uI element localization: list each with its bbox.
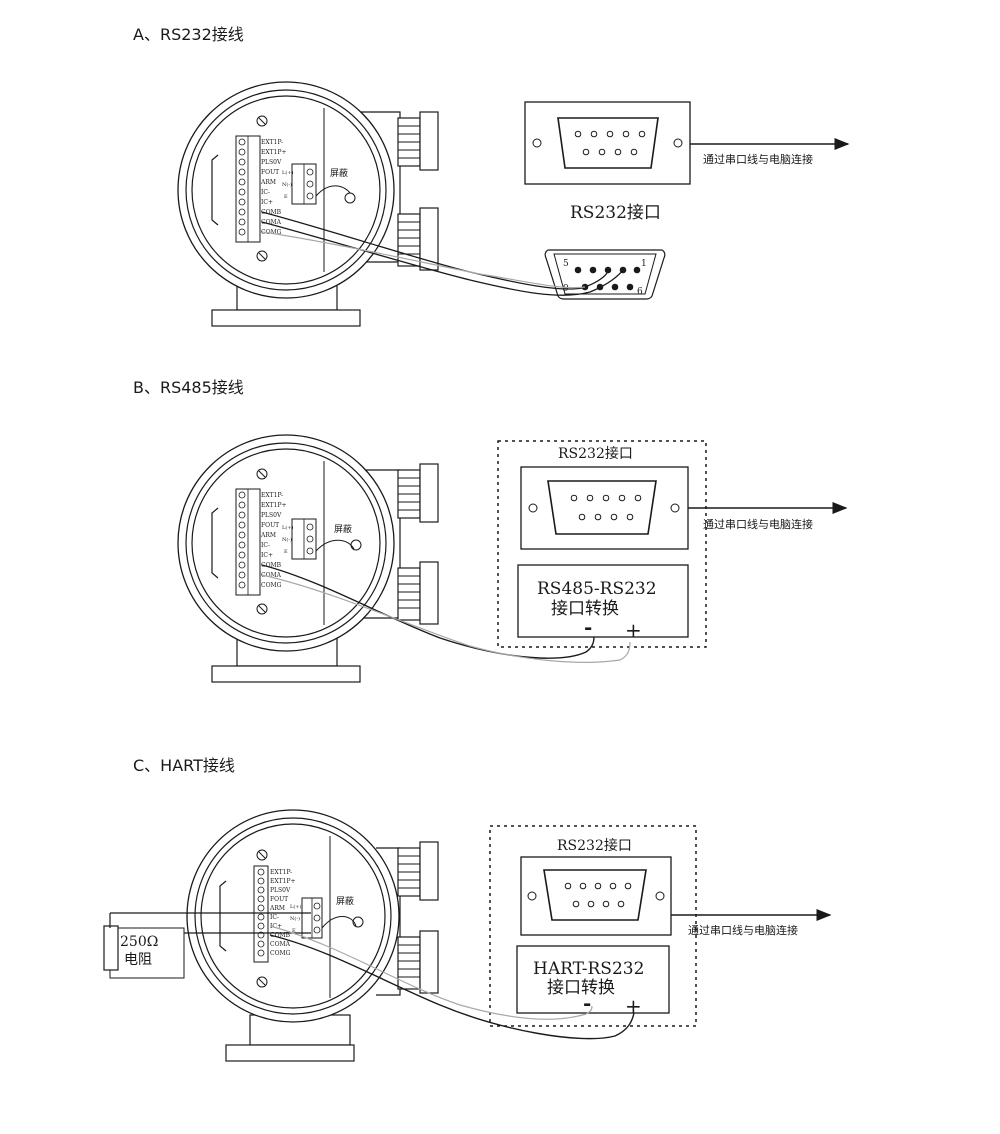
terminal-label: COMG (261, 229, 282, 236)
section-c-title: C、HART接线 (133, 756, 235, 775)
rs232-port-b (520, 466, 689, 550)
section-a-title: A、RS232接线 (133, 25, 244, 44)
section-b-title: B、RS485接线 (133, 378, 244, 397)
terminal-label: COMB (261, 562, 282, 569)
power-terminal-label: N(-) (282, 181, 292, 188)
terminal-label: IC+ (261, 552, 273, 559)
rs485-converter-box (517, 564, 689, 638)
pin-label-6: 6 (637, 287, 643, 297)
plus-terminal-label-c: + (625, 994, 642, 1018)
pc-connection-label-c: 通过串口线与电脑连接 (688, 923, 798, 937)
power-terminal-label: L(+) (290, 903, 301, 910)
rs232-port-label-c: RS232接口 (557, 837, 632, 854)
converter-label-line1-c: HART-RS232 (533, 959, 644, 979)
transmitter-housing-c (186, 809, 439, 1062)
minus-terminal-label-b: - (584, 615, 592, 639)
terminal-label: EXT1P+ (270, 878, 296, 885)
converter-label-line2-c: 接口转换 (547, 978, 615, 998)
terminal-label: IC+ (261, 199, 273, 206)
terminal-label: FOUT (261, 169, 279, 176)
terminal-label: COMA (261, 572, 282, 579)
terminal-label: COMG (261, 582, 282, 589)
terminal-label: ARM (269, 905, 285, 912)
wires-a (261, 211, 624, 296)
terminal-screws-a (238, 138, 314, 236)
db9-connector (544, 249, 666, 300)
power-terminal-label: N(-) (290, 915, 300, 922)
terminal-label: FOUT (261, 522, 279, 529)
terminal-label: PLS0V (261, 159, 282, 166)
terminal-label: ARM (260, 179, 276, 186)
power-terminal-label: L(+) (282, 524, 293, 531)
resistor-value-label: 250Ω (120, 934, 158, 950)
terminal-label: IC- (261, 189, 270, 196)
transmitter-housing-a (177, 81, 439, 327)
terminal-label: EXT1P+ (261, 502, 287, 509)
shield-label: 屏蔽 (334, 523, 352, 535)
converter-group-box-b (497, 440, 707, 648)
minus-terminal-label-c: - (583, 991, 591, 1015)
power-terminal-label: N(-) (282, 536, 292, 543)
resistor-symbol (103, 925, 119, 971)
power-terminal-label: L(+) (282, 169, 293, 176)
terminal-label: IC- (261, 542, 270, 549)
terminal-label: EXT1P- (261, 139, 283, 146)
power-terminal-label: E (284, 194, 288, 200)
pc-connection-label-a: 通过串口线与电脑连接 (703, 152, 813, 166)
pin-label-5: 5 (563, 259, 569, 269)
terminal-label: FOUT (270, 896, 288, 903)
section-b-diagram: EXT1P- EXT1P+ PLS0V FOUT ARM IC- IC+ COM… (177, 434, 848, 683)
section-c-diagram: EXT1P- EXT1P+ PLS0V FOUT ARM IC- IC+ COM… (103, 809, 832, 1062)
terminal-label: EXT1P+ (261, 149, 287, 156)
terminal-label: PLS0V (261, 512, 282, 519)
terminal-label: COMG (270, 950, 291, 957)
terminal-screws-c (257, 868, 321, 957)
pin-label-1: 1 (641, 259, 647, 269)
terminal-label: COMB (270, 932, 291, 939)
rs232-port-label-a: RS232接口 (570, 203, 661, 223)
wires-b (261, 564, 631, 663)
terminal-label: COMA (270, 941, 291, 948)
rs232-port-a (524, 101, 691, 185)
terminal-label: ARM (260, 532, 276, 539)
shield-label: 屏蔽 (330, 167, 348, 179)
terminal-label: EXT1P- (261, 492, 283, 499)
terminal-label: IC+ (270, 923, 282, 930)
terminal-screws-b (238, 491, 314, 589)
terminal-label: PLS0V (270, 887, 291, 894)
section-a-diagram: EXT1P- EXT1P+ PLS0V FOUT ARM IC- IC+ COM… (177, 81, 850, 327)
rs232-port-c (520, 856, 672, 936)
terminal-label: COMA (261, 219, 282, 226)
resistor-name-label: 电阻 (124, 952, 152, 968)
terminal-labels-b: EXT1P- EXT1P+ PLS0V FOUT ARM IC- IC+ COM… (260, 492, 352, 589)
shield-label: 屏蔽 (336, 895, 354, 907)
converter-label-line1-b: RS485-RS232 (537, 579, 657, 599)
transmitter-housing-b (177, 434, 439, 683)
hart-converter-box (516, 945, 670, 1014)
converter-label-line2-b: 接口转换 (551, 599, 619, 619)
terminal-labels-a: EXT1P- EXT1P+ PLS0V FOUT ARM IC- IC+ COM… (260, 139, 348, 236)
terminal-label: COMB (261, 209, 282, 216)
terminal-label: IC- (270, 914, 279, 921)
pc-connection-label-b: 通过串口线与电脑连接 (703, 517, 813, 531)
terminal-label: EXT1P- (270, 869, 292, 876)
power-terminal-label: E (292, 928, 296, 934)
terminal-labels-c: EXT1P- EXT1P+ PLS0V FOUT ARM IC- IC+ COM… (269, 869, 354, 957)
rs232-port-label-b: RS232接口 (558, 445, 633, 462)
plus-terminal-label-b: + (625, 618, 642, 642)
wires-c (269, 925, 635, 1040)
power-terminal-label: E (284, 549, 288, 555)
